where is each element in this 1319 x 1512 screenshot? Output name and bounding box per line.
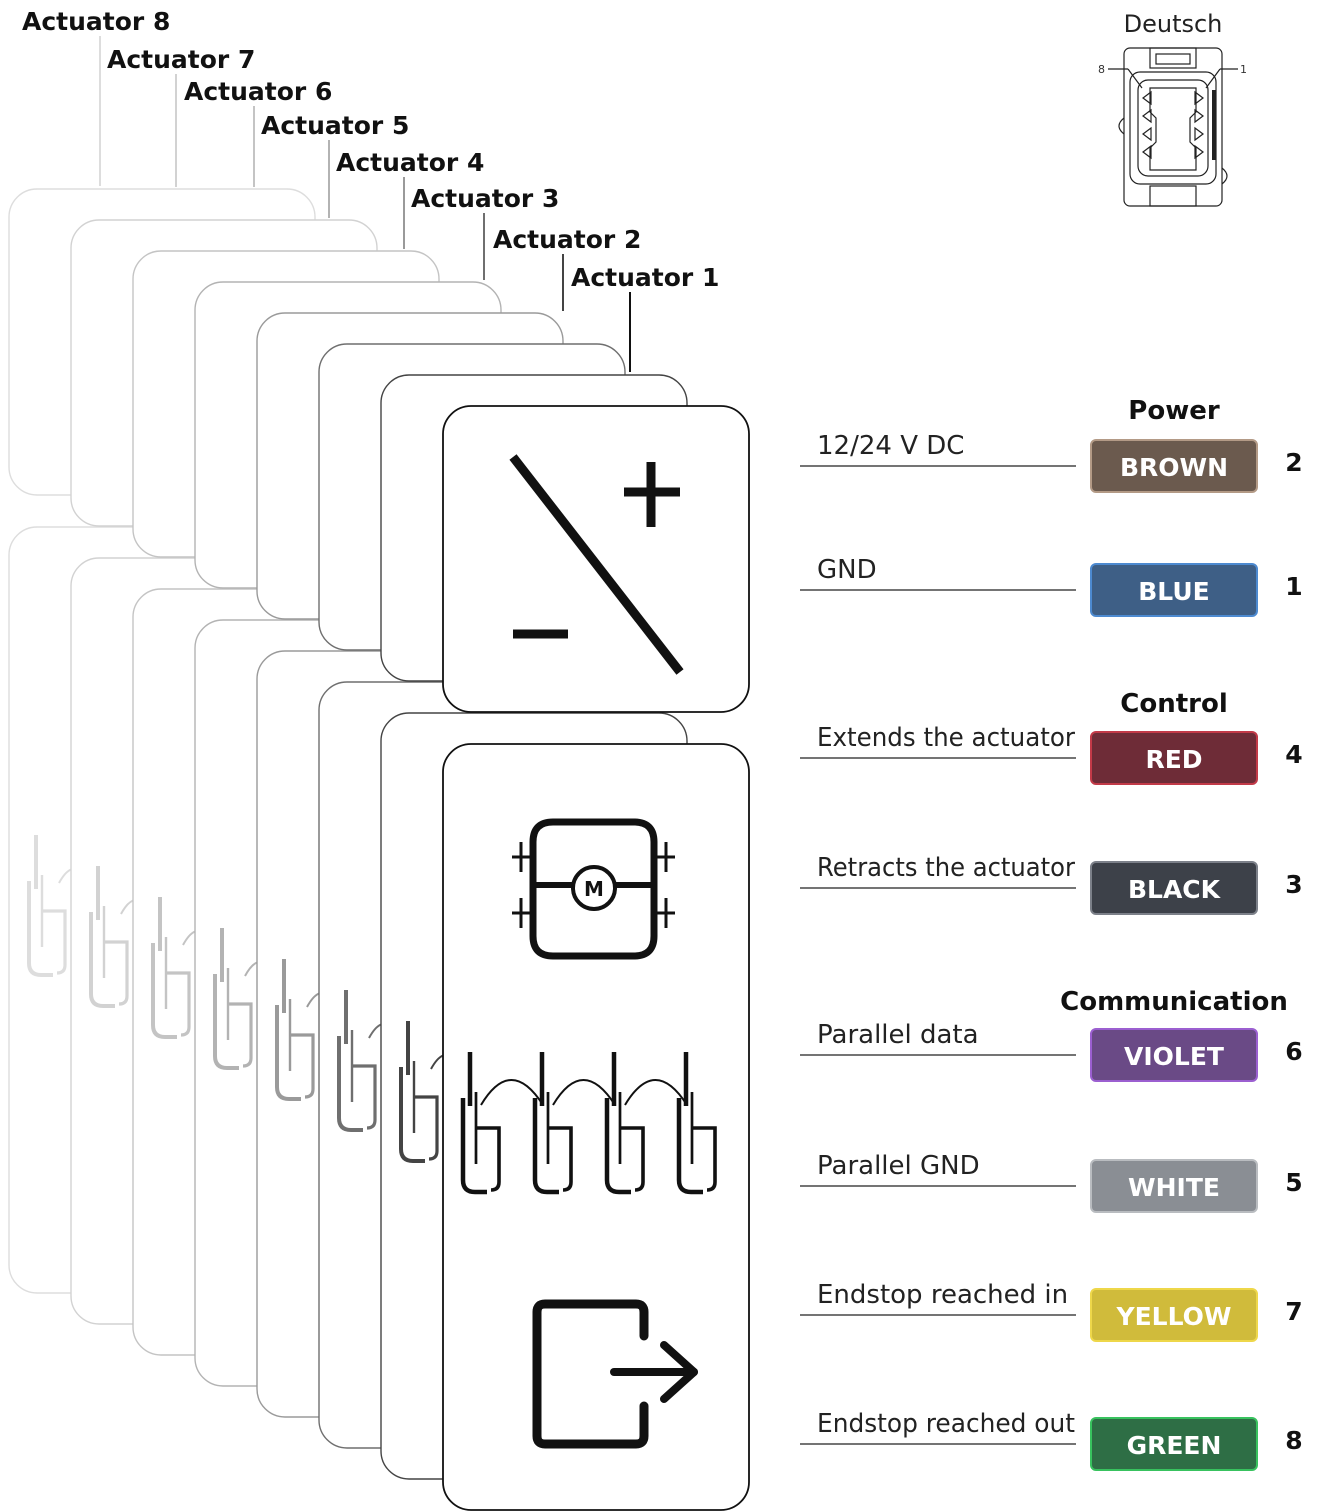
pin-number: 7	[1285, 1297, 1302, 1326]
wire-color-name: BLUE	[1138, 577, 1209, 606]
wire-row: Endstop reached in YELLOW 7	[800, 1280, 1303, 1342]
wire-color-name: VIOLET	[1124, 1042, 1224, 1071]
pin-number: 1	[1285, 572, 1302, 601]
actuator-label: Actuator 4	[336, 148, 484, 177]
deutsch-connector-icon	[1108, 47, 1238, 207]
wire-color-swatch	[1090, 439, 1258, 493]
actuator-label: Actuator 8	[22, 7, 170, 36]
wire-group-title: Power	[1128, 396, 1220, 426]
actuator-label: Actuator 7	[107, 45, 255, 74]
wire-row: 12/24 V DC BROWN 2	[800, 431, 1303, 493]
wire-row: Parallel GND WHITE 5	[800, 1151, 1303, 1213]
wire-color-swatch	[1090, 861, 1258, 915]
exit-arrow-icon	[532, 1299, 698, 1449]
wire-color-name: GREEN	[1127, 1431, 1222, 1460]
connector-label: Deutsch	[1124, 10, 1223, 38]
signal-label: GND	[817, 555, 877, 585]
wire-row: GND BLUE 1	[800, 555, 1303, 617]
pin-number: 2	[1285, 448, 1302, 477]
wire-color-name: BROWN	[1120, 453, 1228, 482]
wire-group-title: Communication	[1060, 987, 1288, 1017]
signal-label: Endstop reached in	[817, 1280, 1068, 1310]
signal-label: Endstop reached out	[817, 1409, 1075, 1439]
wire-color-swatch	[1090, 563, 1258, 617]
signal-label: Extends the actuator	[817, 723, 1075, 753]
wire-color-name: BLACK	[1128, 875, 1222, 904]
actuator-labels: Actuator 8 Actuator 7 Actuator 6 Actuator 5…	[22, 7, 719, 372]
wire-color-swatch	[1090, 1417, 1258, 1471]
actuator-label: Actuator 3	[411, 184, 559, 213]
pin-1-marker: 1	[1240, 63, 1247, 76]
actuator-label: Actuator 1	[571, 263, 719, 292]
wire-color-swatch	[1090, 1159, 1258, 1213]
power-polarity-icon	[509, 454, 684, 675]
wire-color-swatch	[1090, 1288, 1258, 1342]
signal-label: Parallel GND	[817, 1151, 980, 1181]
actuator-label: Actuator 6	[184, 77, 332, 106]
pin-number: 3	[1285, 870, 1302, 899]
motor-icon	[512, 818, 675, 960]
signal-label: Parallel data	[817, 1020, 979, 1050]
wire-group-title: Control	[1120, 689, 1227, 719]
wire-color-name: RED	[1145, 745, 1202, 774]
pin-number: 5	[1285, 1168, 1302, 1197]
motor-letter: M	[584, 877, 604, 901]
parallel-actuators-icon	[460, 1052, 717, 1195]
signal-label: Retracts the actuator	[817, 853, 1075, 883]
actuator-label: Actuator 2	[493, 225, 641, 254]
pin-number: 4	[1285, 740, 1302, 769]
pin-8-marker: 8	[1098, 63, 1105, 76]
pin-number: 8	[1285, 1426, 1302, 1455]
actuator-label: Actuator 5	[261, 111, 409, 140]
wire-color-swatch	[1090, 731, 1258, 785]
signal-label: 12/24 V DC	[817, 431, 964, 461]
pin-number: 6	[1285, 1037, 1302, 1066]
wire-color-swatch	[1090, 1028, 1258, 1082]
wire-color-name: WHITE	[1128, 1173, 1220, 1202]
wire-color-name: YELLOW	[1116, 1302, 1232, 1331]
actuator-card-stack	[8, 188, 750, 1511]
